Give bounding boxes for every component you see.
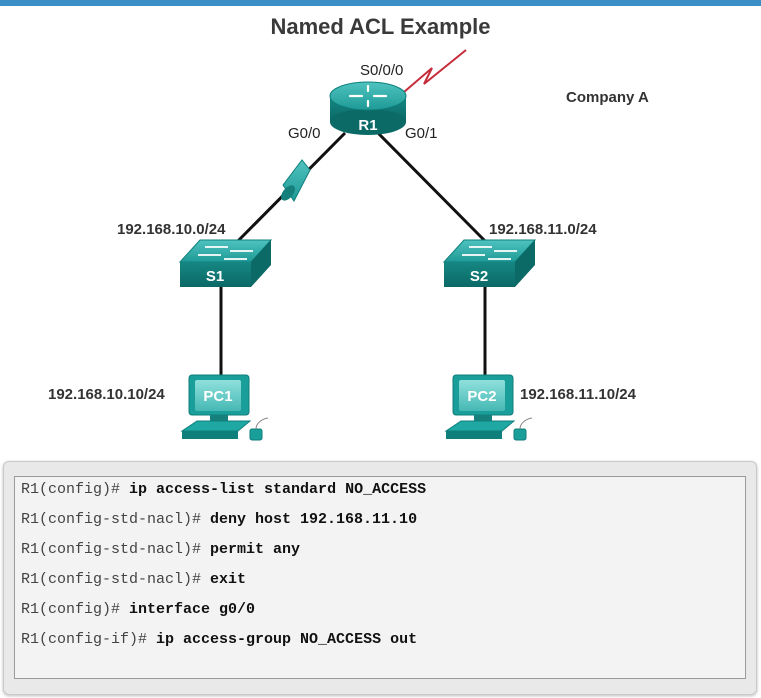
cli-command: interface g0/0 (129, 601, 256, 618)
interface-g0-0-label: G0/0 (288, 125, 321, 142)
cli-output: R1(config)# ip access-list standard NO_A… (14, 476, 746, 679)
cli-line: R1(config-std-nacl)# permit any (21, 540, 300, 560)
cli-prompt: R1(config-std-nacl)# (21, 571, 211, 588)
network-topology: R1 S1 S2 (178, 49, 537, 441)
interface-g0-1-label: G0/1 (405, 125, 438, 142)
interface-s0-0-0-label: S0/0/0 (360, 62, 404, 79)
pc-pc2: PC2 (444, 374, 533, 441)
cli-command: ip access-group NO_ACCESS out (156, 631, 418, 648)
diagram-title: Named ACL Example (270, 14, 491, 39)
network-s2-label: 192.168.11.0/24 (489, 221, 597, 238)
link-r1-s2 (376, 131, 492, 248)
cli-line: R1(config)# interface g0/0 (21, 600, 255, 620)
pc2-ip-label: 192.168.11.10/24 (520, 386, 636, 403)
router-label: R1 (358, 117, 377, 134)
cli-prompt: R1(config-if)# (21, 631, 157, 648)
cli-line: R1(config-if)# ip access-group NO_ACCESS… (21, 630, 417, 650)
cone-filter-icon (281, 159, 311, 202)
pc-label: PC2 (467, 388, 496, 405)
network-s1-label: 192.168.10.0/24 (117, 221, 226, 238)
company-label: Company A (566, 89, 649, 106)
switch-s2: S2 (442, 239, 537, 287)
cli-panel: R1(config)# ip access-list standard NO_A… (3, 461, 757, 695)
cli-line: R1(config-std-nacl)# deny host 192.168.1… (21, 510, 417, 530)
cli-command: exit (210, 571, 247, 588)
switch-label: S2 (470, 268, 488, 285)
lightning-link-icon (403, 49, 467, 93)
switch-s1: S1 (178, 239, 273, 287)
cli-prompt: R1(config)# (21, 601, 130, 618)
cli-prompt: R1(config)# (21, 481, 130, 498)
cli-command: permit any (210, 541, 301, 558)
switch-label: S1 (206, 268, 224, 285)
cli-prompt: R1(config-std-nacl)# (21, 511, 211, 528)
pc-pc1: PC1 (180, 374, 269, 441)
router-r1: R1 (329, 81, 407, 135)
cli-command: deny host 192.168.11.10 (210, 511, 418, 528)
pc-label: PC1 (203, 388, 232, 405)
cli-prompt: R1(config-std-nacl)# (21, 541, 211, 558)
top-accent-bar (0, 0, 761, 6)
pc1-ip-label: 192.168.10.10/24 (48, 386, 165, 403)
cli-command: ip access-list standard NO_ACCESS (129, 481, 427, 498)
cli-line: R1(config-std-nacl)# exit (21, 570, 246, 590)
cli-line: R1(config)# ip access-list standard NO_A… (21, 480, 426, 500)
